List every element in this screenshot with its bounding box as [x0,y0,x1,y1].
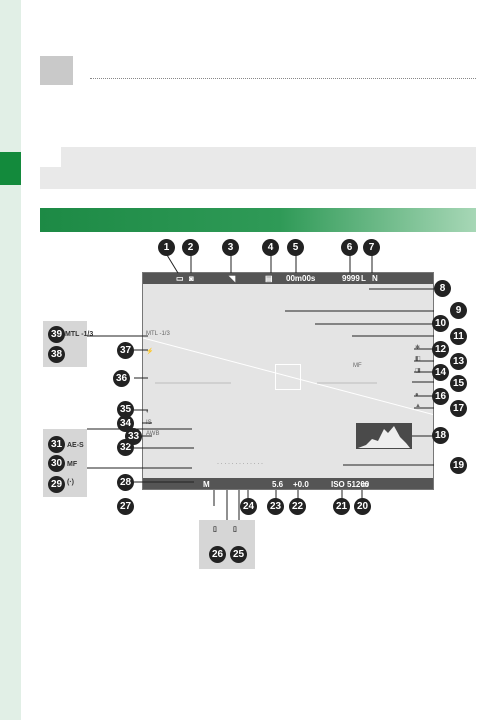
card-slot-icon: ▤ [265,274,273,283]
top-status-strip [143,273,433,284]
callout-9: 9 [450,302,467,319]
callout-8: 8 [434,280,451,297]
viewfinder-screen: ▭ ◙ ◥ ▤ 00m00s 9999 L N MTL -1/3 ⚡ ◐ IS … [142,272,434,490]
callout-33: 33 [125,428,142,445]
callout-28: 28 [117,474,134,491]
mtl-indicator: MTL -1/3 [146,331,170,337]
callout-5: 5 [287,239,304,256]
inset-bracket-icon: (·) [67,479,74,486]
shooting-mode: M [203,480,210,489]
histogram [356,423,412,449]
callout-2: 2 [182,239,199,256]
callout-39: 39 [48,326,65,343]
callout-19: 19 [450,457,467,474]
screen-guide-lines [143,337,433,415]
inset-ae: AE-S [67,442,84,449]
temperature-icon: ▲ [415,403,421,409]
flash-icon: ⚡ [146,349,154,355]
inset-mtl: MTL -1/3 [65,331,94,338]
callout-15: 15 [450,375,467,392]
callout-4: 4 [262,239,279,256]
inset-mf: MF [67,461,78,468]
image-size: L [361,274,366,283]
callout-3: 3 [222,239,239,256]
bluetooth-icon: ✱ [415,345,421,351]
callout-10: 10 [432,315,449,332]
frames-remaining: 9999 [342,274,360,283]
inset-card-icon-2: ▯ [233,526,237,533]
battery-icon: ▭ [361,480,369,489]
callout-26: 26 [209,546,226,563]
aperture: 5.6 [272,480,284,489]
exposure-scale: · · · · · · · · · · · · · [217,461,263,467]
section-heading-band [40,208,476,232]
iso: ISO 51200 [331,480,370,489]
video-mode-icon: ▭ [176,274,184,283]
callout-38: 38 [48,346,65,363]
callout-11: 11 [450,328,467,345]
callout-36: 36 [113,370,130,387]
section-icon [40,56,73,85]
callout-20: 20 [354,498,371,515]
auto-icon: AWB [146,431,160,437]
lens-icon: ◥ [229,274,236,283]
callout-18: 18 [432,427,449,444]
callout-37: 37 [117,342,134,359]
callout-14: 14 [432,364,449,381]
image-format: N [372,274,378,283]
callout-27: 27 [117,498,134,515]
callout-31: 31 [48,436,65,453]
dotted-rule [90,78,476,79]
chapter-tab [0,152,21,185]
ibis-icon: ◐ [146,409,150,415]
bottom-status-strip [143,478,433,489]
focus-mode: MF [353,363,362,369]
exposure-comp: +0.0 [293,480,309,489]
lock-icon: ● [415,392,419,398]
callout-12: 12 [432,341,449,358]
inset-card-icon-1: ▯ [213,526,217,533]
callout-7: 7 [363,239,380,256]
callout-24: 24 [240,498,257,515]
histogram-curve [358,426,410,448]
callout-17: 17 [450,400,467,417]
metering-icon: ◧ [415,356,421,362]
note-box [40,147,476,189]
callout-6: 6 [341,239,358,256]
callout-35: 35 [117,401,134,418]
note-icon [40,147,61,167]
camera-icon: ◙ [189,274,194,283]
callout-29: 29 [48,476,65,493]
callout-23: 23 [267,498,284,515]
callout-13: 13 [450,353,467,370]
callout-30: 30 [48,455,65,472]
focus-frame [275,364,301,390]
wb-icon: ◨ [415,368,421,374]
callout-21: 21 [333,498,350,515]
recording-time: 00m00s [286,274,316,283]
inset-bottom: ▯ ▯ [199,520,255,569]
callout-34: 34 [117,415,134,432]
callout-25: 25 [230,546,247,563]
callout-22: 22 [289,498,306,515]
callout-16: 16 [432,388,449,405]
callout-1: 1 [158,239,175,256]
